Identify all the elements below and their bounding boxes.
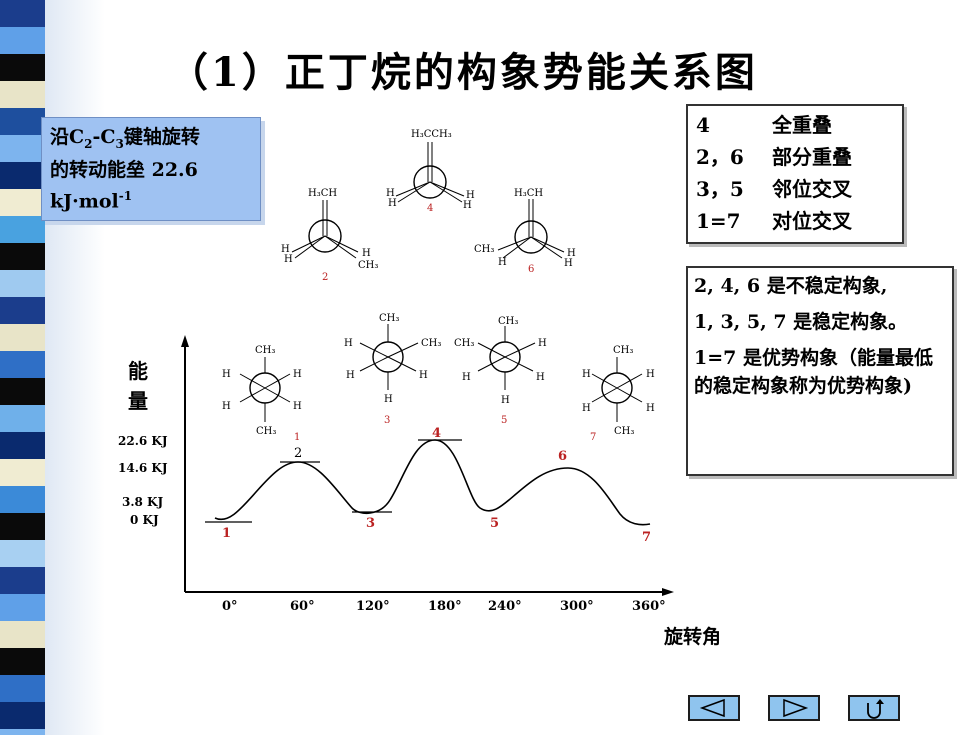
x-tick-label: 120° [356,599,390,614]
next-slide-button[interactable] [768,695,820,721]
x-tick-label: 0° [222,599,238,614]
svg-text:H: H [222,369,231,380]
svg-text:H: H [538,338,547,349]
svg-text:H: H [388,198,397,209]
y-tick-label: 22.6 KJ [118,434,168,448]
note-unstable: 2, 4, 6 是不稳定构象, [694,275,888,297]
svg-text:H: H [466,190,475,201]
newman-projection-7: CH₃ H H H H CH₃ 7 [582,345,655,443]
energy-curve [214,439,651,526]
svg-text:H₃CH: H₃CH [514,188,543,199]
return-arrow-icon [867,699,884,719]
svg-text:H: H [501,395,510,406]
x-tick-label: 300° [560,599,594,614]
svg-text:CH₃: CH₃ [256,426,276,437]
svg-text:6: 6 [528,264,534,275]
svg-text:CH₃: CH₃ [474,244,494,255]
svg-text:H: H [419,370,428,381]
svg-text:CH₃: CH₃ [454,338,474,349]
newman-projection-4: H₃CCH₃ H H H H 4 [386,129,475,214]
svg-text:H: H [567,248,576,259]
svg-text:H: H [386,188,395,199]
point-label-4: 4 [432,426,441,441]
x-axis-arrow [662,588,674,596]
svg-text:H: H [564,258,573,269]
svg-text:CH₃: CH₃ [379,313,399,324]
svg-text:H: H [462,372,471,383]
point-label-1: 1 [222,526,231,541]
note-stable: 1, 3, 5, 7 是稳定构象。 [694,311,908,333]
svg-text:H: H [222,401,231,412]
info-line-3: kJ·mol-1 [50,188,133,213]
x-tick-label: 180° [428,599,462,614]
newman-projection-2: H₃CH H H H CH₃ 2 [281,188,378,283]
svg-text:4: 4 [427,203,433,214]
svg-text:5: 5 [501,415,507,426]
y-tick-label: 0 KJ [130,513,159,527]
stability-notes: 2, 4, 6 是不稳定构象, 1, 3, 5, 7 是稳定构象。 1=7 是优… [686,266,954,476]
x-tick-label: 60° [290,599,315,614]
svg-text:CH₃: CH₃ [613,345,633,356]
point-label-2: 2 [294,446,302,461]
svg-text:H: H [284,254,293,265]
triangle-right-icon [783,698,809,718]
svg-text:1: 1 [294,432,300,443]
x-tick-label: 360° [632,599,666,614]
newman-projection-6: H₃CH CH₃ H H H 6 [474,188,576,275]
x-tick-label: 240° [488,599,522,614]
svg-text:H: H [536,372,545,383]
svg-text:H: H [281,244,290,255]
x-axis-label: 旋转角 [663,625,721,648]
y-tick-label: 14.6 KJ [118,461,168,475]
svg-text:H: H [463,200,472,211]
point-label-5: 5 [490,516,499,531]
svg-text:H: H [293,369,302,380]
svg-text:CH₃: CH₃ [498,316,518,327]
svg-text:CH₃: CH₃ [358,260,378,271]
svg-text:H: H [582,369,591,380]
y-axis-arrow [181,335,189,347]
svg-text:H: H [293,401,302,412]
newman-projection-3: CH₃ H CH₃ H H H 3 [344,313,441,426]
y-axis-label-1: 能 [128,359,148,383]
point-label-3: 3 [366,516,375,531]
info-line-2: 的转动能垒 22.6 [50,158,198,181]
svg-text:CH₃: CH₃ [255,345,275,356]
return-button[interactable] [848,695,900,721]
svg-text:H₃CH: H₃CH [308,188,337,199]
info-line-1: 沿C2-C3键轴旋转 [50,126,200,151]
svg-text:H: H [346,370,355,381]
y-tick-label: 3.8 KJ [122,495,163,509]
point-label-6: 6 [558,449,567,464]
svg-text:3: 3 [384,415,390,426]
y-axis-label-2: 量 [128,389,148,413]
svg-text:H: H [344,338,353,349]
svg-text:2: 2 [322,272,328,283]
page-title: （1）正丁烷的构象势能关系图 [168,49,758,96]
svg-text:CH₃: CH₃ [421,338,441,349]
note-preferred: 1=7 是优势构象（能量最低的稳定构象称为优势构象) [694,347,933,397]
svg-text:H: H [646,403,655,414]
point-label-7: 7 [642,530,651,545]
svg-text:H: H [646,369,655,380]
svg-text:CH₃: CH₃ [614,426,634,437]
svg-text:H: H [362,248,371,259]
previous-slide-button[interactable] [688,695,740,721]
svg-text:7: 7 [590,432,596,443]
newman-projection-5: CH₃ CH₃ H H H H 5 [454,316,547,426]
rotation-barrier-box: 沿C2-C3键轴旋转 的转动能垒 22.6 kJ·mol-1 [41,117,261,221]
newman-projection-1: CH₃ H H H H CH₃ 1 [222,345,302,443]
svg-text:H₃CCH₃: H₃CCH₃ [411,129,452,140]
svg-text:H: H [498,257,507,268]
svg-text:H: H [582,403,591,414]
triangle-left-icon [699,698,725,718]
svg-text:H: H [384,394,393,405]
